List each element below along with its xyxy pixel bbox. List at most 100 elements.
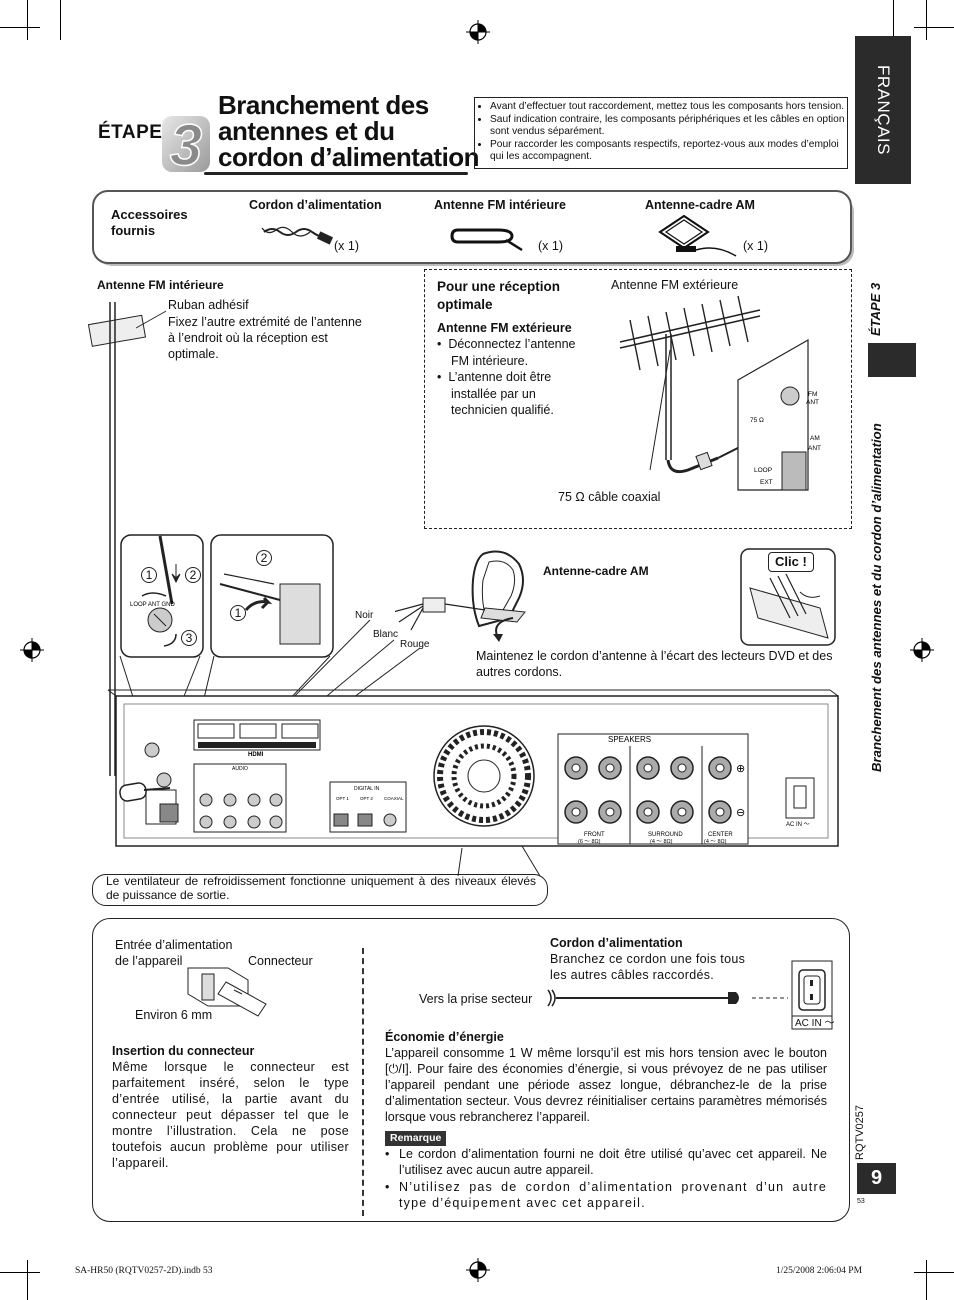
remark-text: N’utilisez pas de cordon d’alimentation … xyxy=(399,1180,827,1210)
accessory-name: Antenne FM intérieure xyxy=(434,198,566,212)
accessories-label-line: Accessoires xyxy=(111,207,188,222)
inlet-label: Entrée d’alimentation de l’appareil xyxy=(115,937,232,969)
ac-in-label: AC IN ～ xyxy=(786,822,810,828)
crop-mark xyxy=(0,27,40,28)
step-marker-2: 2 xyxy=(185,567,201,583)
panel-ant-label: ANT xyxy=(808,445,821,452)
panel-ant-label: ANT xyxy=(806,399,819,406)
remark-text: Le cordon d’alimentation fourni ne doit … xyxy=(399,1147,827,1177)
economy-text: L’appareil consomme 1 W même lorsqu’il e… xyxy=(385,1046,827,1124)
accessories-label-line: fournis xyxy=(111,223,156,238)
registration-mark-icon xyxy=(20,638,44,662)
coax-cable-label: 75 Ω câble coaxial xyxy=(558,490,661,504)
crop-mark xyxy=(27,0,28,40)
panel-am-label: AM xyxy=(810,435,820,442)
footer-date: 1/25/2008 2:06:04 PM xyxy=(776,1266,863,1276)
registration-mark-icon xyxy=(466,1258,490,1282)
title-line: antennes et du xyxy=(218,116,395,146)
outdoor-antenna-label: Antenne FM extérieure xyxy=(611,278,739,292)
crop-mark xyxy=(893,0,894,40)
cord-text-line: Branchez ce cordon une fois tous xyxy=(550,952,746,966)
fm-antenna-icon xyxy=(450,228,523,252)
side-tab-marker xyxy=(868,343,916,377)
optimal-title: Pour une réception optimale xyxy=(437,278,560,314)
power-cord-icon xyxy=(261,226,334,245)
rear-panel-drawing: HDMI AUDIO DIGITAL IN OPT 1 OPT 2 COAXIA… xyxy=(107,689,839,847)
panel-ext-label: EXT xyxy=(760,479,773,486)
step-marker-2: 2 xyxy=(256,550,272,566)
crop-mark xyxy=(60,0,61,40)
bullet-text: FM intérieure. xyxy=(451,353,529,368)
precautions-box: Avant d’effectuer tout raccordement, met… xyxy=(474,97,848,169)
clic-inset-drawing xyxy=(740,548,836,646)
document-code: RQTV0257 xyxy=(854,1104,866,1160)
insertion-text: Même lorsque le connecteur est parfaitem… xyxy=(112,1060,349,1170)
small-page-number: 53 xyxy=(857,1198,865,1205)
front-impedance: (6 ～ 8Ω) xyxy=(578,839,601,845)
loop-ant-gnd-label: LOOP ANT GND xyxy=(130,602,175,608)
wire-red-label: Rouge xyxy=(400,639,430,650)
clic-label: Clic ! xyxy=(768,552,814,572)
tape-label: Ruban adhésif xyxy=(168,298,249,312)
fm-plug-icon xyxy=(119,782,171,802)
clip-inset-drawing xyxy=(210,534,334,658)
digital-in-label: DIGITAL IN xyxy=(354,786,380,792)
panel-75-label: 75 Ω xyxy=(750,417,764,424)
to-outlet-label: Vers la prise secteur xyxy=(419,992,533,1006)
cord-title: Cordon d’alimentation xyxy=(550,936,683,950)
insertion-title: Insertion du connecteur xyxy=(112,1044,255,1058)
speakers-label: SPEAKERS xyxy=(608,735,651,744)
fan-note-box xyxy=(92,874,548,906)
language-tab[interactable]: FRANÇAIS xyxy=(855,36,911,184)
instruction-line: optimale. xyxy=(168,347,219,361)
am-loop-drawing xyxy=(395,550,526,642)
wire-black-label: Noir xyxy=(355,610,374,621)
page-title: Branchement des antennes et du cordon d’… xyxy=(218,92,480,172)
keep-away-note: Maintenez le cordon d’antenne à l’écart … xyxy=(476,648,832,680)
svg-text:⊖: ⊖ xyxy=(736,807,745,819)
power-section-box xyxy=(92,918,850,1222)
wire-white-label: Blanc xyxy=(373,629,399,640)
inlet-label-line: de l’appareil xyxy=(115,954,183,968)
accessory-name: Cordon d’alimentation xyxy=(249,198,382,212)
remark-item: •Le cordon d’alimentation fourni ne doit… xyxy=(385,1147,827,1210)
am-loop-antenna-icon xyxy=(658,214,737,257)
registration-mark-icon xyxy=(466,20,490,44)
surround-impedance: (4 ～ 8Ω) xyxy=(650,839,673,845)
step-number-icon: 3 xyxy=(162,112,210,179)
note-line: autres cordons. xyxy=(476,665,563,679)
accessory-name: Antenne-cadre AM xyxy=(645,198,755,212)
etape-label: ÉTAPE xyxy=(98,122,163,143)
note-line: Maintenez le cordon d’antenne à l’écart … xyxy=(476,649,833,663)
step-marker-3: 3 xyxy=(181,630,197,646)
inlet-label-line: Entrée d’alimentation xyxy=(115,938,233,952)
optimal-subtitle: Antenne FM extérieure xyxy=(437,321,572,335)
section-divider xyxy=(362,948,364,1216)
accessory-qty: (x 1) xyxy=(538,239,563,253)
accessories-label: Accessoires fournis xyxy=(111,207,188,239)
svg-text:⊕: ⊕ xyxy=(736,763,745,775)
bullet-text: Déconnectez l’antenne xyxy=(448,337,576,351)
title-line: cordon d’alimentation xyxy=(218,142,480,172)
connector-label: Connecteur xyxy=(248,954,313,968)
ac-inlet-drawing xyxy=(791,960,833,1030)
precaution-item: Pour raccorder les composants respectifs… xyxy=(490,139,847,164)
crop-mark xyxy=(914,1272,954,1273)
fm-indoor-antenna-drawing xyxy=(87,302,166,776)
cord-text-line: les autres câbles raccordés. xyxy=(550,968,715,982)
precaution-item: Avant d’effectuer tout raccordement, met… xyxy=(490,101,847,114)
opt1-label: OPT 1 xyxy=(336,796,349,801)
step-marker-1: 1 xyxy=(230,605,246,621)
hdmi-label: HDMI xyxy=(248,752,264,758)
am-loop-title: Antenne-cadre AM xyxy=(543,564,649,578)
crop-mark xyxy=(926,1260,927,1300)
step-marker-1: 1 xyxy=(141,567,157,583)
power-cord-drawing xyxy=(547,989,788,1007)
panel-fm-label: FM xyxy=(808,391,817,398)
crop-mark xyxy=(0,1272,40,1273)
coaxial-label: COAXIAL xyxy=(384,796,404,801)
crop-mark xyxy=(926,0,927,40)
page-number: 9 xyxy=(857,1163,896,1194)
cord-text: Branchez ce cordon une fois tous les aut… xyxy=(550,951,745,983)
opt2-label: OPT 2 xyxy=(360,796,373,801)
